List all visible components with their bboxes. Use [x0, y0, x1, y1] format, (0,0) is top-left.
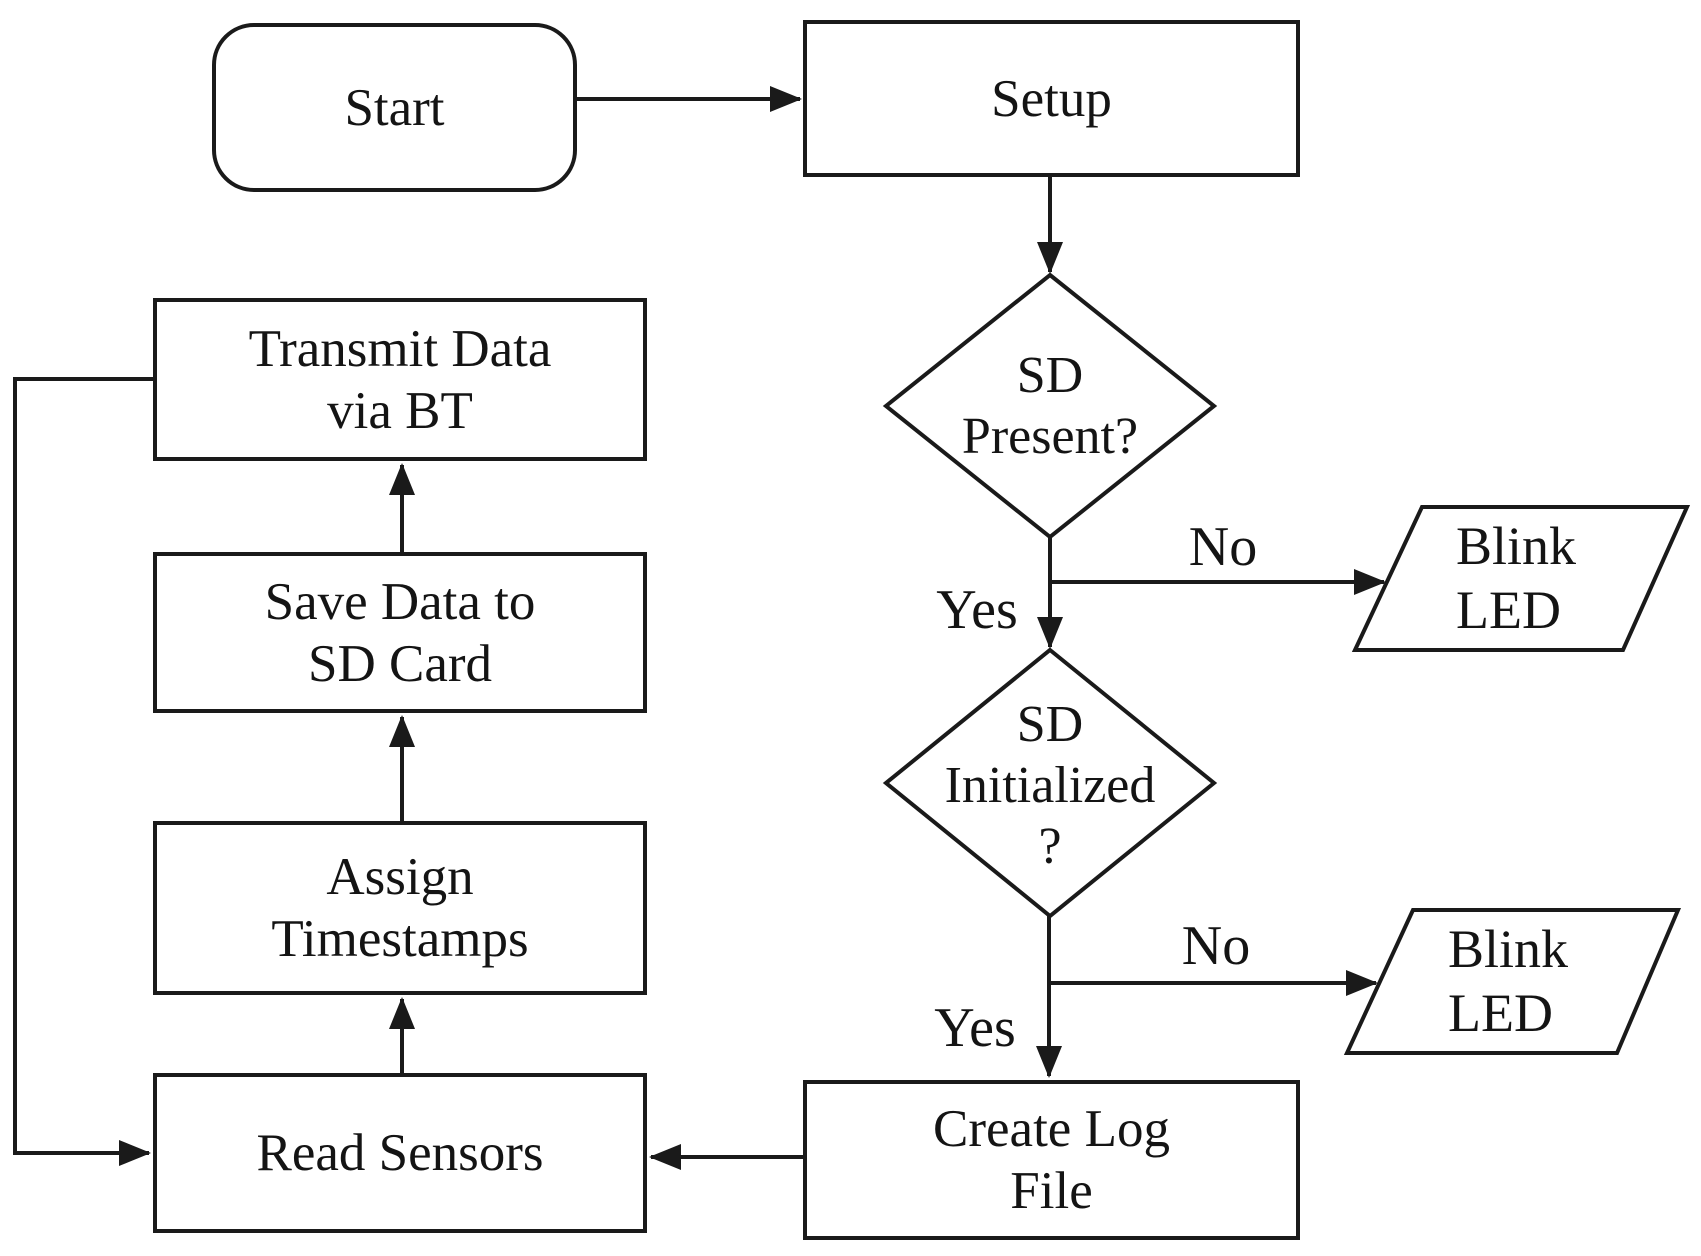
node-create-log-file-label: Create Log File [933, 1100, 1170, 1220]
node-start-label: Start [344, 78, 445, 137]
node-create-log-file: Create Log File [803, 1080, 1300, 1240]
node-start: Start [212, 23, 577, 192]
node-transmit-data-label: Transmit Data via BT [248, 319, 552, 440]
sd-present-no-label: No [1188, 516, 1258, 578]
sd-initialized-label: SD Initialized ? [944, 696, 1156, 875]
node-assign-timestamps: Assign Timestamps [153, 821, 647, 995]
sd-initialized-no-label: No [1181, 915, 1251, 977]
node-read-sensors-label: Read Sensors [256, 1124, 544, 1182]
node-save-data-label: Save Data to SD Card [264, 572, 536, 693]
node-read-sensors: Read Sensors [153, 1073, 647, 1233]
blink-led-1-parallelogram [1351, 505, 1691, 652]
sd-present-label: SD Present? [961, 347, 1139, 465]
blink-led-2-parallelogram [1343, 908, 1682, 1055]
node-assign-timestamps-label: Assign Timestamps [271, 848, 529, 968]
sd-initialized-yes-label: Yes [934, 997, 1016, 1059]
blink-led-1-label: Blink LED [1456, 516, 1577, 640]
node-save-data: Save Data to SD Card [153, 552, 647, 713]
node-transmit-data: Transmit Data via BT [153, 298, 647, 461]
sd-present-yes-label: Yes [936, 579, 1018, 641]
node-setup: Setup [803, 20, 1300, 177]
node-setup-label: Setup [991, 69, 1112, 128]
edge-transmit-loop-readsensors [13, 377, 153, 1166]
blink-led-2-label: Blink LED [1448, 919, 1569, 1043]
